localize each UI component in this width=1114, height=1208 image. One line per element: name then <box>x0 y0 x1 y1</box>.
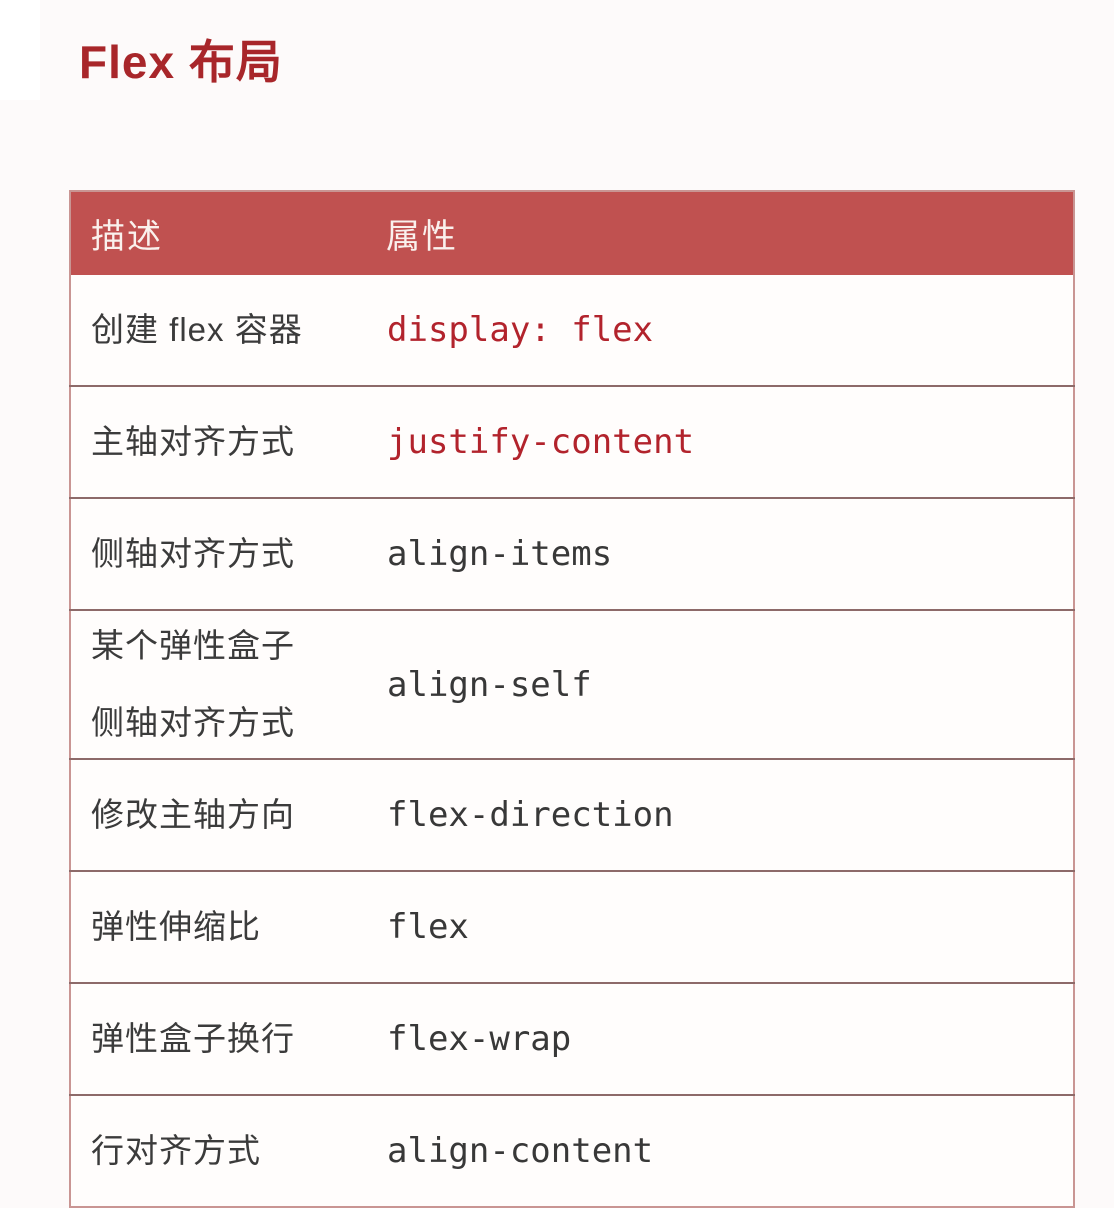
background-artifact <box>0 0 40 100</box>
row-description-line: 修改主轴方向 <box>91 796 295 833</box>
table-row: 弹性伸缩比 flex <box>70 871 1074 983</box>
row-description-line: 侧轴对齐方式 <box>91 704 295 741</box>
css-property-code: display: flex <box>387 310 654 350</box>
table-header-row: 描述 属性 <box>70 191 1074 275</box>
row-description-cell: 主轴对齐方式 <box>70 386 386 498</box>
row-property-cell: flex-direction <box>386 759 1074 871</box>
row-description-cell: 弹性盒子换行 <box>70 983 386 1095</box>
row-description-line: 侧轴对齐方式 <box>91 535 295 572</box>
css-property-code: align-items <box>387 534 613 574</box>
css-property-code: flex-wrap <box>387 1019 572 1059</box>
table-row: 行对齐方式 align-content <box>70 1095 1074 1207</box>
row-description-line: 主轴对齐方式 <box>91 423 295 460</box>
row-description-cell: 行对齐方式 <box>70 1095 386 1207</box>
row-description-cell: 弹性伸缩比 <box>70 871 386 983</box>
row-property-cell: align-content <box>386 1095 1074 1207</box>
row-property-cell: align-items <box>386 498 1074 610</box>
css-property-code: flex <box>387 907 469 947</box>
table-body: 创建 flex 容器 display: flex 主轴对齐方式 justify-con… <box>70 275 1074 1207</box>
row-property-cell: justify-content <box>386 386 1074 498</box>
css-property-code: justify-content <box>387 422 695 462</box>
column-header-description: 描述 <box>70 191 386 275</box>
row-description-line: 某个弹性盒子 <box>91 627 295 664</box>
table-row: 创建 flex 容器 display: flex <box>70 275 1074 386</box>
row-description-line: 行对齐方式 <box>91 1132 261 1169</box>
column-header-property: 属性 <box>386 191 1074 275</box>
css-property-code: align-content <box>387 1131 654 1171</box>
table-row: 修改主轴方向 flex-direction <box>70 759 1074 871</box>
row-description-cell: 创建 flex 容器 <box>70 275 386 386</box>
row-property-cell: flex-wrap <box>386 983 1074 1095</box>
row-description-cell: 修改主轴方向 <box>70 759 386 871</box>
row-property-cell: flex <box>386 871 1074 983</box>
row-description-line: 弹性伸缩比 <box>91 908 261 945</box>
css-property-code: flex-direction <box>387 795 674 835</box>
row-property-cell: display: flex <box>386 275 1074 386</box>
flex-properties-table: 描述 属性 创建 flex 容器 display: flex 主轴对齐方式 justi… <box>69 190 1075 1208</box>
row-description-line: 弹性盒子换行 <box>91 1020 295 1057</box>
table-row: 侧轴对齐方式 align-items <box>70 498 1074 610</box>
table-row: 主轴对齐方式 justify-content <box>70 386 1074 498</box>
row-description-cell: 侧轴对齐方式 <box>70 498 386 610</box>
table-row: 弹性盒子换行 flex-wrap <box>70 983 1074 1095</box>
row-property-cell: align-self <box>386 610 1074 759</box>
css-property-code: align-self <box>387 664 592 705</box>
row-description-line: 创建 flex 容器 <box>91 311 303 348</box>
row-description-cell: 某个弹性盒子侧轴对齐方式 <box>70 610 386 759</box>
page-title: Flex 布局 <box>79 36 283 88</box>
